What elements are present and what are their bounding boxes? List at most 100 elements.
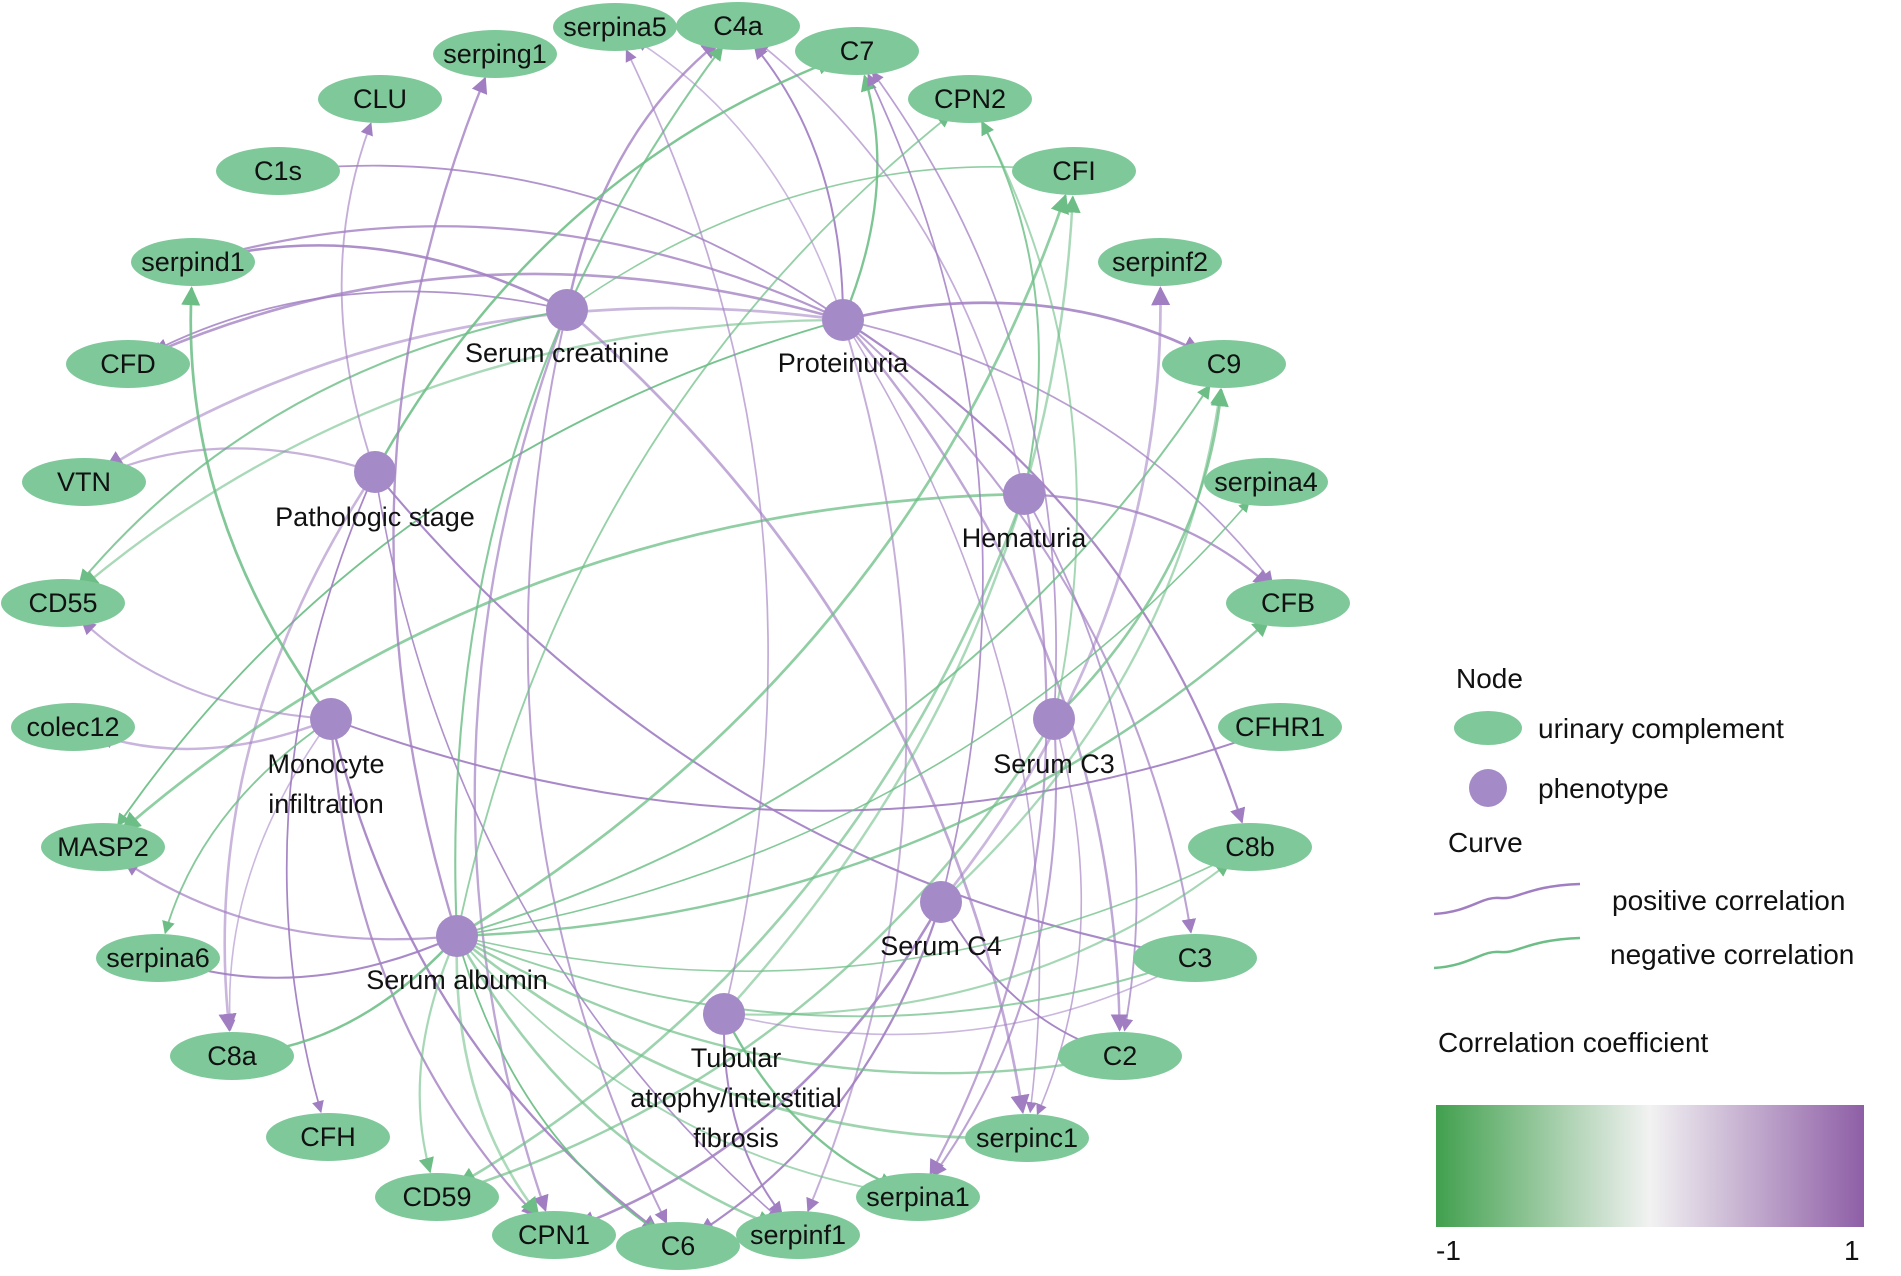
coef-gradient-bar	[1436, 1105, 1864, 1227]
complement-label: CD59	[402, 1182, 471, 1212]
phenotype-node-mono: Monocyte infiltration	[267, 698, 385, 819]
edge-creat-CD55	[78, 308, 568, 585]
edge-creat-CPN1	[473, 309, 569, 1212]
complement-ellipse	[1058, 1032, 1182, 1080]
phenotype-label: Serum creatinine	[465, 338, 669, 368]
edge-sc3-C7	[871, 71, 1057, 720]
edge-alb-serpinc1	[456, 934, 1003, 1148]
complement-ellipse	[11, 703, 135, 751]
phenotype-node-creat: Serum creatinine	[465, 289, 669, 368]
edge-sc4-serpinf2	[939, 286, 1171, 903]
phenotype-label: Serum C3	[993, 749, 1115, 779]
legend-negative-swatch	[1433, 936, 1581, 970]
complement-label: serpinf1	[750, 1220, 846, 1250]
edge-alb-CFI	[456, 193, 1069, 938]
complement-node-serpina6: serpina6	[96, 934, 220, 982]
complement-node-serpinf1: serpinf1	[736, 1211, 860, 1259]
complement-ellipse	[1226, 579, 1350, 627]
complement-node-C9: C9	[1162, 340, 1286, 388]
phenotype-node-prot: Proteinuria	[778, 299, 910, 378]
edge-prot-C1s	[302, 161, 844, 321]
edge-path-serpinf1	[374, 471, 780, 1219]
edges-layer	[78, 40, 1273, 1233]
phenotype-node-alb: Serum albumin	[366, 915, 548, 995]
phenotype-label: Pathologic stage	[275, 502, 475, 532]
edge-tub-C8b	[723, 861, 1231, 1016]
legend-negative-label: negative correlation	[1610, 939, 1854, 970]
complement-label: CD55	[28, 588, 97, 618]
complement-node-serpina5: serpina5	[553, 3, 677, 51]
phenotype-node-sc4: Serum C4	[880, 881, 1002, 961]
complement-node-VTN: VTN	[22, 458, 146, 506]
legend-phenotype-swatch	[1469, 769, 1507, 807]
edge-sc3-CD59	[460, 718, 1056, 1193]
complement-ellipse	[856, 1173, 980, 1221]
complement-ellipse	[1218, 703, 1342, 751]
phenotype-circle	[310, 698, 352, 740]
complement-label: colec12	[26, 712, 119, 742]
complement-label: serping1	[443, 39, 547, 69]
phenotype-node-hema: Hematuria	[962, 473, 1088, 553]
complement-node-CPN2: CPN2	[908, 75, 1032, 123]
complement-label: CFHR1	[1235, 712, 1325, 742]
complement-ellipse	[736, 1211, 860, 1259]
edge-mono-CPN1	[329, 718, 538, 1218]
edge-prot-CD55	[81, 318, 844, 588]
complement-label: serpina5	[563, 12, 667, 42]
complement-node-serpinc1: serpinc1	[965, 1114, 1089, 1162]
edge-prot-serpina5	[636, 40, 844, 321]
edge-creat-C4a	[565, 41, 720, 311]
edge-creat-CFI	[566, 162, 1050, 311]
edge-sc4-C6	[698, 901, 943, 1233]
phenotype-circle	[546, 289, 588, 331]
complement-node-CFD: CFD	[66, 340, 190, 388]
complement-ellipse	[216, 147, 340, 195]
edge-tub-serpina5	[625, 49, 769, 1015]
complement-label: C4a	[713, 11, 764, 41]
complement-label: serpinc1	[976, 1123, 1078, 1153]
complement-ellipse	[22, 458, 146, 506]
legend: Node urinary complement phenotype Curve …	[1433, 663, 1864, 1266]
edge-prot-serpinc1	[842, 319, 1041, 1114]
complement-node-C1s: C1s	[216, 147, 340, 195]
edge-creat-serpind1	[216, 243, 568, 312]
complement-ellipse	[266, 1113, 390, 1161]
phenotype-circle	[920, 881, 962, 923]
edge-alb-CPN1	[455, 935, 540, 1216]
edge-hema-serpina1	[929, 493, 1048, 1176]
complement-label: C6	[661, 1231, 696, 1261]
phenotype-label: Monocyte	[267, 749, 384, 779]
complement-label: VTN	[57, 467, 111, 497]
edge-path-CLU	[340, 122, 376, 473]
edge-alb-C9	[456, 384, 1211, 937]
edge-alb-C3u	[456, 935, 1172, 1018]
complement-label: CFH	[300, 1122, 356, 1152]
phenotype-label: Hematuria	[962, 523, 1088, 553]
complement-node-serpina1: serpina1	[856, 1173, 980, 1221]
edge-path-CFH	[285, 471, 376, 1114]
edge-prot-C4a	[753, 45, 844, 321]
complement-label: serpina6	[106, 943, 210, 973]
legend-coef-title: Correlation coefficient	[1438, 1027, 1709, 1058]
edge-alb-C6	[456, 935, 658, 1232]
complement-label: C9	[1207, 349, 1242, 379]
edge-prot-serpind1	[216, 225, 844, 322]
edge-sc4-C2	[940, 901, 1097, 1049]
complement-ellipse	[1162, 340, 1286, 388]
complement-label: MASP2	[57, 832, 149, 862]
edge-alb-CD59	[418, 935, 459, 1174]
phenotype-label: infiltration	[268, 789, 384, 819]
complement-node-C7: C7	[795, 27, 919, 75]
complement-ellipse	[908, 75, 1032, 123]
complement-label: serpind1	[141, 247, 245, 277]
complement-label: C7	[840, 36, 875, 66]
edge-alb-C8b	[456, 857, 1228, 972]
complement-ellipse	[553, 3, 677, 51]
phenotype-circle	[436, 915, 478, 957]
edge-prot-VTN	[104, 306, 844, 470]
complement-label: C2	[1103, 1041, 1138, 1071]
phenotype-label: Proteinuria	[778, 348, 910, 378]
